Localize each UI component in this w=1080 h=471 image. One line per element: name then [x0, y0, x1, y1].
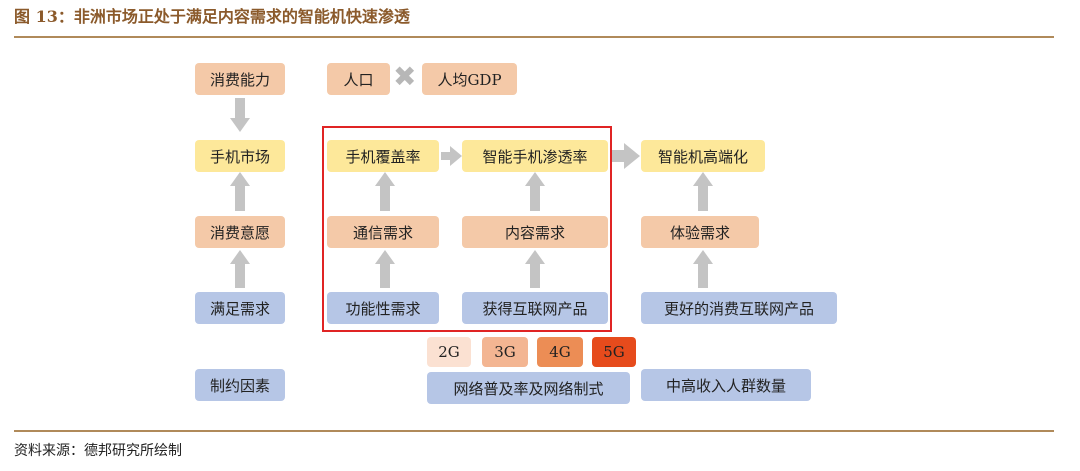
highlight-frame — [322, 126, 612, 332]
box-consumption-willingness: 消费意愿 — [195, 216, 285, 248]
box-middle-high-income: 中高收入人群数量 — [641, 369, 811, 401]
box-experience-demand: 体验需求 — [641, 216, 759, 248]
arrow-up-icon — [525, 250, 545, 288]
arrow-up-icon — [375, 250, 395, 288]
badge-3g: 3G — [482, 337, 528, 367]
arrow-right-icon — [441, 146, 462, 166]
box-consumption-capacity: 消费能力 — [195, 63, 285, 95]
arrow-up-icon — [230, 250, 250, 288]
box-phone-coverage: 手机覆盖率 — [327, 140, 439, 172]
box-smartphone-penetration: 智能手机渗透率 — [462, 140, 608, 172]
arrow-right-icon — [612, 143, 640, 169]
bottom-rule — [14, 430, 1054, 432]
multiply-icon: ✖ — [393, 60, 417, 93]
figure-title: 图 13：非洲市场正处于满足内容需求的智能机快速渗透 — [14, 7, 410, 26]
box-gdp-per-capita: 人均GDP — [422, 63, 517, 95]
box-content-demand: 内容需求 — [462, 216, 608, 248]
arrow-up-icon — [525, 172, 545, 211]
badge-2g: 2G — [427, 337, 471, 367]
box-communication-demand: 通信需求 — [327, 216, 439, 248]
box-phone-market: 手机市场 — [195, 140, 285, 172]
box-population: 人口 — [327, 63, 390, 95]
arrow-up-icon — [230, 172, 250, 211]
box-satisfy-demand: 满足需求 — [195, 292, 285, 324]
arrow-up-icon — [693, 250, 713, 288]
arrow-down-icon — [230, 98, 250, 132]
arrow-up-icon — [693, 172, 713, 211]
box-internet-products: 获得互联网产品 — [462, 292, 608, 324]
box-smartphone-high-end: 智能机高端化 — [641, 140, 765, 172]
badge-4g: 4G — [537, 337, 583, 367]
top-rule — [14, 36, 1054, 38]
arrow-up-icon — [375, 172, 395, 211]
box-better-internet-products: 更好的消费互联网产品 — [641, 292, 837, 324]
box-constraints: 制约因素 — [195, 369, 285, 401]
badge-5g: 5G — [592, 337, 636, 367]
source-note: 资料来源：德邦研究所绘制 — [14, 443, 182, 459]
box-function-demand: 功能性需求 — [327, 292, 439, 324]
box-network-penetration: 网络普及率及网络制式 — [427, 372, 630, 404]
